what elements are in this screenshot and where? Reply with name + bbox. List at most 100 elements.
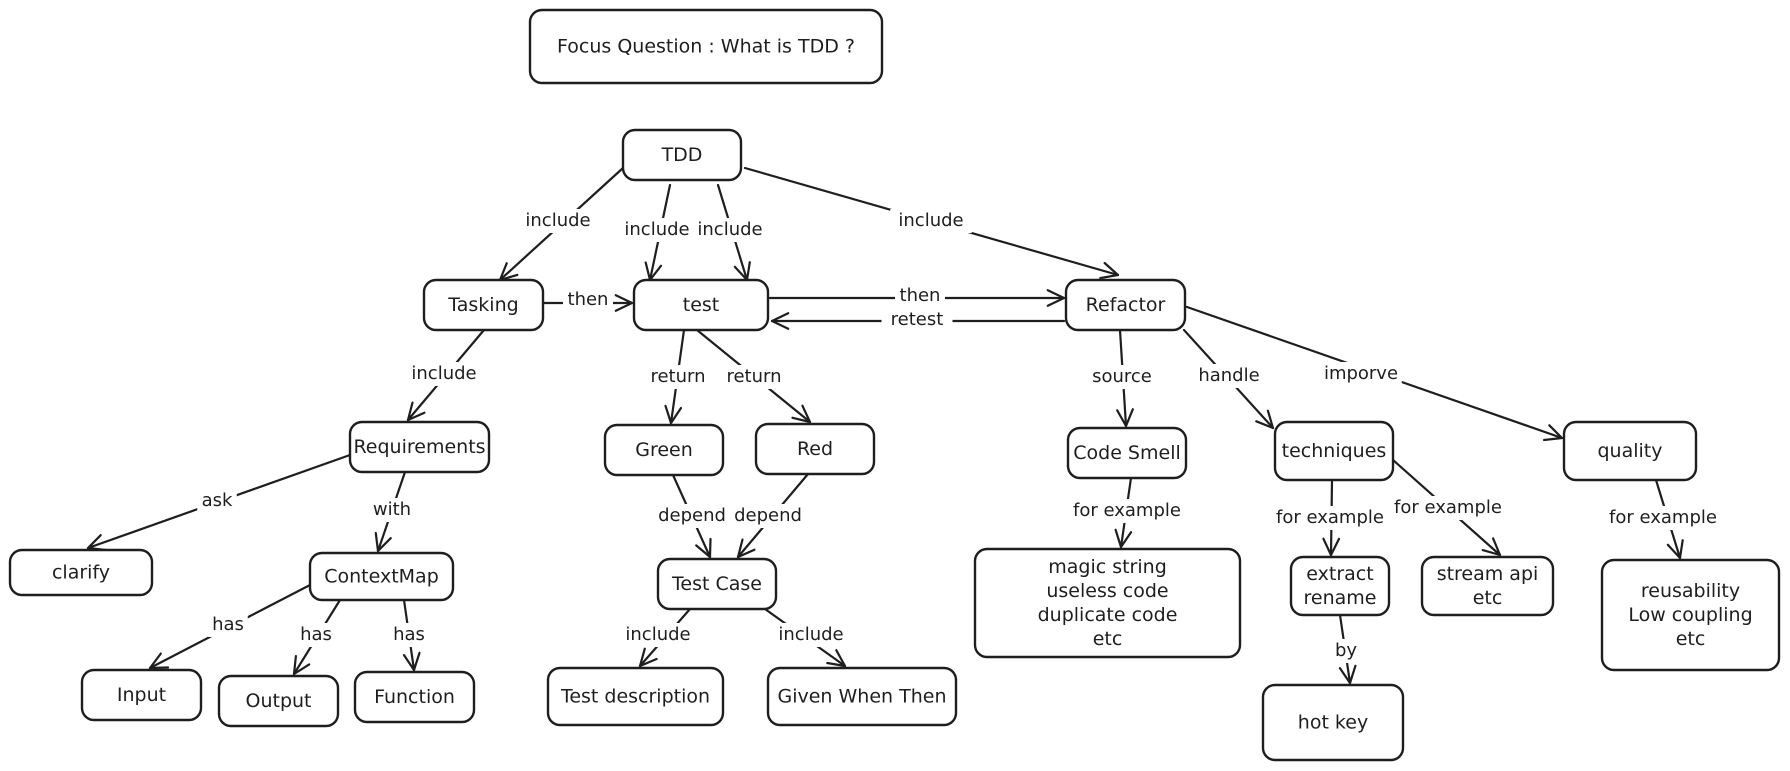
edge-label-background — [1086, 365, 1158, 389]
node-box — [546, 666, 725, 727]
edge-contextmap-output: has — [292, 598, 342, 676]
node-box — [422, 278, 545, 332]
node-label: Code Smell — [1073, 442, 1181, 464]
edge-extract-hotkey: by — [1331, 613, 1361, 685]
node-tdd[interactable]: TDD — [621, 128, 743, 182]
edge-label-background — [389, 623, 429, 647]
edge-refactor-quality: imporve — [1185, 305, 1564, 442]
edge-refactor-codesmell: source — [1086, 328, 1158, 428]
edge-tdd-tasking: include — [498, 166, 625, 282]
node-box — [632, 278, 770, 332]
edge-contextmap-function: has — [389, 598, 429, 672]
edge-refactor-test: retest — [770, 308, 1066, 332]
edge-label-background — [1268, 506, 1392, 530]
edge-label-background — [656, 504, 728, 528]
edge-label-background — [895, 284, 945, 308]
arrowhead-icon — [402, 651, 421, 672]
edge-label: has — [393, 624, 425, 645]
edge-label-background — [296, 623, 336, 647]
node-label: Output — [246, 690, 312, 712]
edge-requirements-contextmap: with — [367, 470, 417, 553]
node-label: TDD — [661, 144, 703, 166]
edge-label: include — [625, 624, 690, 645]
node-label: Tasking — [447, 294, 518, 316]
edge-test-refactor: then — [768, 284, 1066, 308]
edge-label: for example — [1609, 507, 1717, 528]
edge-label: depend — [734, 505, 802, 526]
edge-tdd-test-1: include — [616, 183, 698, 282]
arrowhead-icon — [664, 404, 683, 425]
node-function[interactable]: Function — [353, 670, 476, 724]
edge-tasking-requirements: include — [403, 328, 486, 422]
node-hotkey[interactable]: hot key — [1261, 683, 1405, 762]
edge-label-background — [718, 365, 790, 389]
node-box — [621, 128, 743, 182]
edge-label: has — [212, 614, 244, 635]
node-label: Red — [797, 438, 833, 460]
node-input[interactable]: Input — [80, 668, 203, 722]
edge-label-background — [642, 365, 714, 389]
node-green[interactable]: Green — [603, 423, 725, 477]
node-clarify[interactable]: clarify — [8, 548, 154, 597]
arrowhead-icon — [1114, 528, 1133, 549]
node-testdesc[interactable]: Test description — [546, 666, 725, 727]
node-box — [308, 551, 455, 602]
arrowhead-icon — [826, 649, 847, 668]
node-box — [8, 548, 154, 597]
arrowhead-icon — [1338, 664, 1357, 685]
edge-label-background — [1331, 639, 1361, 663]
node-quality[interactable]: quality — [1562, 420, 1698, 482]
edge-label-background — [208, 613, 248, 637]
edge-label: imporve — [1324, 363, 1398, 384]
arrowhead-icon — [695, 537, 712, 559]
edge-refactor-techniques: handle — [1182, 328, 1275, 430]
edge-tasking-test: then — [541, 288, 634, 312]
node-output[interactable]: Output — [217, 674, 340, 728]
node-box — [217, 674, 340, 728]
node-box — [528, 8, 884, 85]
edge-label-background — [770, 623, 852, 647]
edge-quality-qualities: for example — [1601, 478, 1725, 560]
node-box — [1261, 683, 1405, 762]
edge-label-background — [881, 308, 953, 332]
node-codesmell[interactable]: Code Smell — [1066, 426, 1188, 480]
edge-label: include — [898, 210, 963, 231]
arrowhead-icon — [614, 294, 634, 312]
node-box — [348, 420, 491, 474]
node-testcase[interactable]: Test Case — [656, 557, 778, 611]
edge-label-background — [1065, 499, 1189, 523]
node-test[interactable]: test — [632, 278, 770, 332]
node-techniques[interactable]: techniques — [1273, 420, 1395, 482]
edge-test-green: return — [642, 328, 714, 425]
edge-requirements-clarify: ask — [86, 453, 352, 552]
node-gwt[interactable]: Given When Then — [766, 666, 958, 727]
edge-label: then — [900, 285, 941, 306]
node-box — [1562, 420, 1698, 482]
node-box — [1289, 555, 1391, 617]
node-refactor[interactable]: Refactor — [1064, 278, 1187, 332]
edge-label: then — [568, 289, 609, 310]
edge-label-background — [689, 218, 771, 242]
arrowhead-icon — [1481, 537, 1502, 557]
node-contextmap[interactable]: ContextMap — [308, 551, 455, 602]
edge-label-background — [367, 498, 417, 522]
node-requirements[interactable]: Requirements — [348, 420, 491, 474]
node-tasking[interactable]: Tasking — [422, 278, 545, 332]
node-focus[interactable]: Focus Question : What is TDD ? — [528, 8, 884, 85]
edge-green-testcase: depend — [656, 473, 728, 559]
arrowhead-icon — [1255, 409, 1275, 430]
edge-tdd-test-2: include — [689, 183, 771, 282]
arrowhead-icon — [1116, 408, 1134, 428]
node-red[interactable]: Red — [754, 422, 876, 476]
edge-test-red: return — [695, 328, 812, 424]
